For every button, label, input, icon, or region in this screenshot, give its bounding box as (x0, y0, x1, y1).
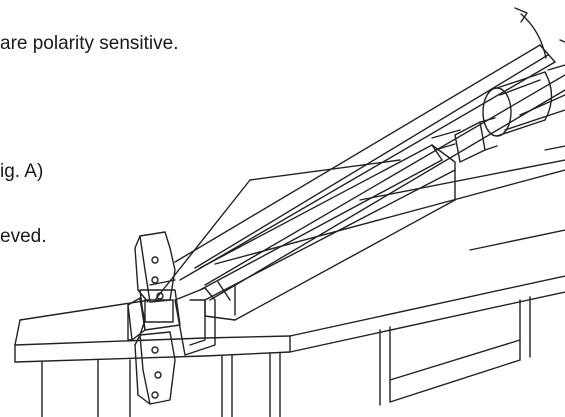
internal-cylinder (482, 71, 553, 137)
rotation-arrow (514, 7, 547, 59)
instruction-text-line-1: are polarity sensitive. (0, 33, 179, 54)
end-mechanism (127, 279, 216, 356)
instruction-text-line-3: eved. (0, 226, 47, 247)
push-pad (199, 144, 456, 321)
push-bar-housing (174, 39, 565, 301)
workbench (14, 145, 565, 417)
mounting-bracket (134, 231, 176, 405)
internal-block (431, 117, 498, 163)
instruction-text-line-2: ig. A) (0, 161, 44, 182)
